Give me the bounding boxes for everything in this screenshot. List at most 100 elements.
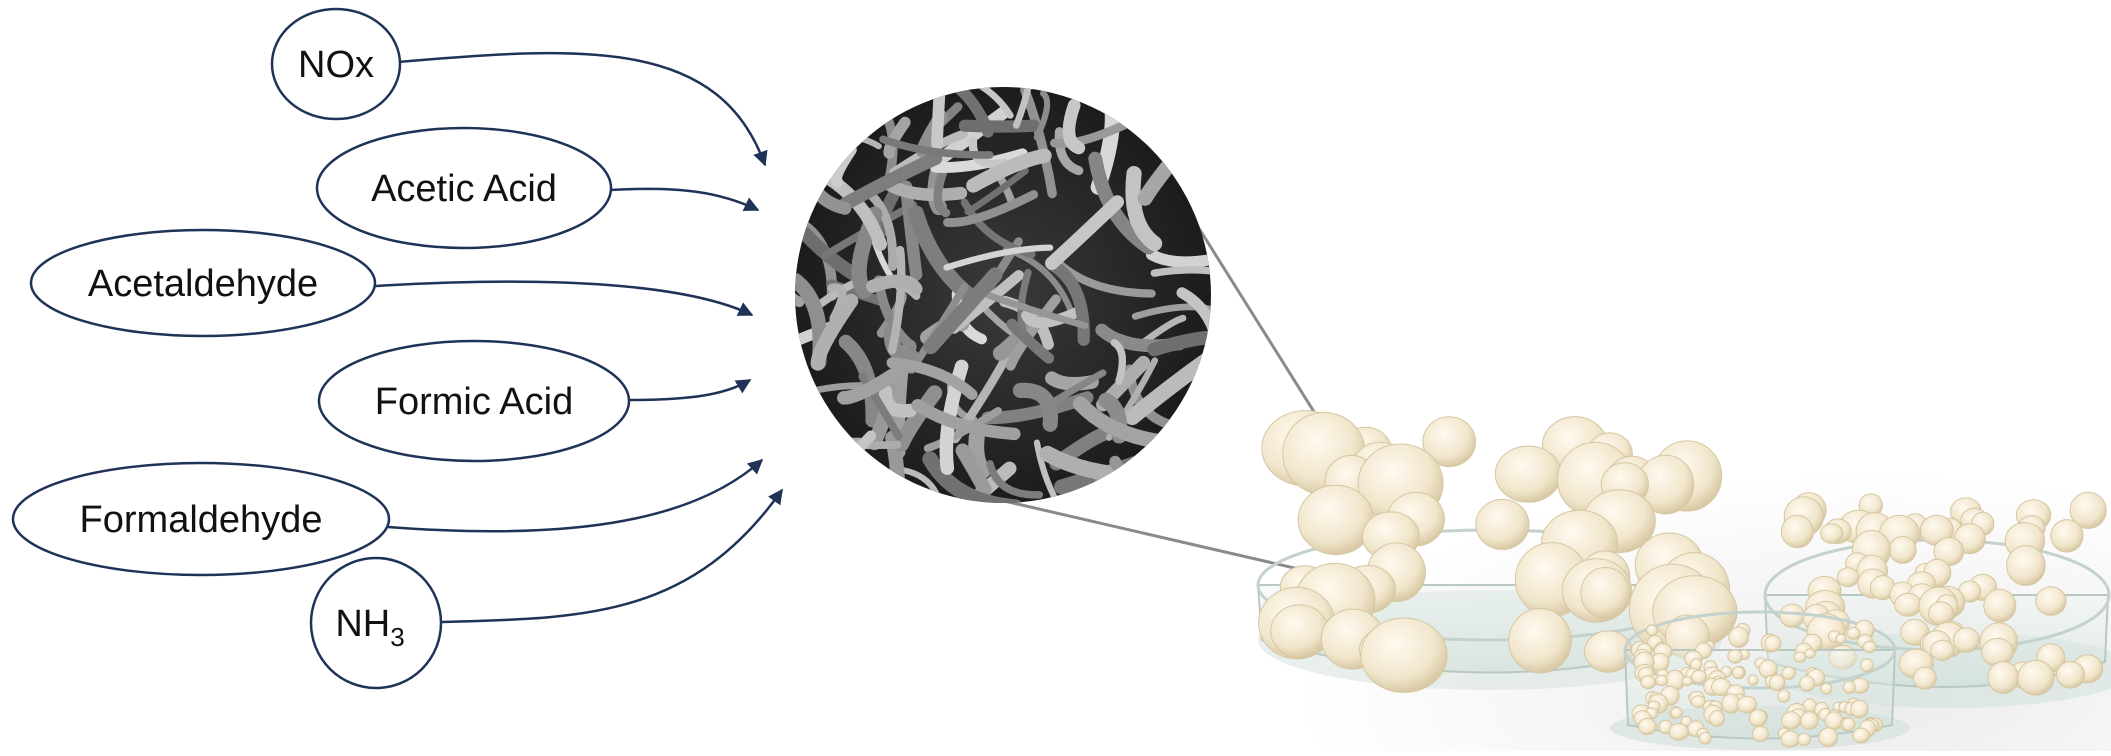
sem-fiber <box>965 126 1034 127</box>
pellet <box>1931 640 1954 660</box>
pellet <box>1842 718 1855 731</box>
pellet <box>1671 707 1682 718</box>
pellet <box>2007 546 2046 586</box>
sem-fiber <box>1160 58 1189 132</box>
pellet <box>1733 667 1745 679</box>
sem-fiber <box>892 438 898 526</box>
pellet <box>1853 728 1870 743</box>
pellet <box>1843 681 1855 693</box>
sem-fiber <box>1176 127 1194 172</box>
pellet <box>1819 728 1838 747</box>
sem-fiber <box>788 485 821 489</box>
pollutant-oval-nh3: NH3 <box>311 558 441 688</box>
sem-fiber <box>937 45 943 144</box>
pellet <box>1710 711 1725 727</box>
pellet <box>2036 587 2066 616</box>
sem-fiber <box>1165 72 1229 109</box>
pollutant-oval-formic-acid: Formic Acid <box>319 341 629 461</box>
pellet <box>1765 636 1781 652</box>
arrow-formaldehyde <box>388 460 762 531</box>
pellet <box>1895 593 1922 616</box>
pellet <box>1800 676 1815 691</box>
arrow-acetic-acid <box>610 189 758 210</box>
pellet <box>1646 625 1657 636</box>
pellet <box>1782 712 1801 729</box>
sem-fiber <box>1156 80 1257 106</box>
sem-fiber <box>804 436 871 505</box>
pellet <box>1509 609 1572 673</box>
pellet <box>1798 733 1811 745</box>
sem-fiber <box>804 442 898 445</box>
pellet <box>1847 627 1860 639</box>
pollutant-label-acetic-acid: Acetic Acid <box>371 168 557 210</box>
pellet <box>1863 641 1876 652</box>
pellet <box>1821 524 1843 544</box>
arrow-nh3 <box>440 490 782 622</box>
pellet <box>1984 589 2016 622</box>
pellet <box>1728 650 1743 663</box>
arrow-acetaldehyde <box>375 282 752 315</box>
pellet <box>1953 628 1979 653</box>
pellet <box>1794 652 1806 662</box>
sem-fiber <box>1179 63 1201 114</box>
sem-fiber <box>796 474 835 481</box>
pellet <box>1361 618 1447 692</box>
pellet <box>1298 485 1373 554</box>
pollutant-label-formic-acid: Formic Acid <box>375 381 573 423</box>
pellet <box>1729 627 1749 647</box>
sem-fiber <box>1115 462 1130 488</box>
pellet <box>1982 638 2014 666</box>
pellet <box>1801 712 1819 730</box>
pellet <box>1641 676 1656 689</box>
sem-fiber <box>820 117 836 148</box>
sem-fiber <box>825 93 847 154</box>
pollutant-oval-acetaldehyde: Acetaldehyde <box>31 230 375 336</box>
pollutant-oval-acetic-acid: Acetic Acid <box>317 128 611 248</box>
pellet <box>1692 670 1707 683</box>
pellet <box>1837 568 1858 587</box>
pollutant-label-formaldehyde: Formaldehyde <box>80 499 323 541</box>
arrow-formic-acid <box>628 380 750 400</box>
pellet <box>1782 667 1795 680</box>
pellet <box>1669 724 1688 740</box>
pollutant-oval-formaldehyde: Formaldehyde <box>13 463 389 575</box>
pellet <box>1988 662 2019 694</box>
sem-fiber <box>851 95 879 111</box>
pellet <box>1861 659 1874 672</box>
pellet <box>1748 675 1758 685</box>
pellet <box>1851 700 1868 718</box>
pellet <box>1781 731 1799 747</box>
sem-fiber <box>825 422 832 522</box>
pellet <box>1638 718 1656 734</box>
pollutant-label-nox: NOx <box>298 44 374 86</box>
sem-fiber <box>835 42 895 134</box>
pellet <box>1836 634 1846 643</box>
pellet <box>1581 568 1630 619</box>
pellet <box>1778 690 1790 703</box>
pellet <box>1780 604 1805 627</box>
sem-fiber <box>787 110 818 216</box>
pellet <box>2057 662 2085 689</box>
pollutant-oval-nox: NOx <box>272 9 400 119</box>
pellet <box>1682 677 1692 686</box>
sem-fiber <box>762 86 833 168</box>
pellet <box>1476 499 1529 549</box>
pellet <box>1495 446 1561 502</box>
pellet <box>1656 675 1668 685</box>
pellet <box>2018 660 2054 695</box>
sem-fiber <box>1130 474 1150 510</box>
pellet <box>2051 520 2083 552</box>
sem-fiber <box>764 443 844 467</box>
pellet <box>1752 726 1768 741</box>
sem-fiber <box>1097 477 1148 522</box>
pollutant-label-acetaldehyde: Acetaldehyde <box>88 263 318 305</box>
pellet <box>1699 732 1711 744</box>
pellet <box>1781 515 1813 547</box>
pellet <box>1769 675 1784 691</box>
pellet <box>1889 537 1916 564</box>
pellet <box>1271 605 1329 658</box>
pellet <box>1913 667 1936 689</box>
sem-fiber <box>782 158 811 185</box>
